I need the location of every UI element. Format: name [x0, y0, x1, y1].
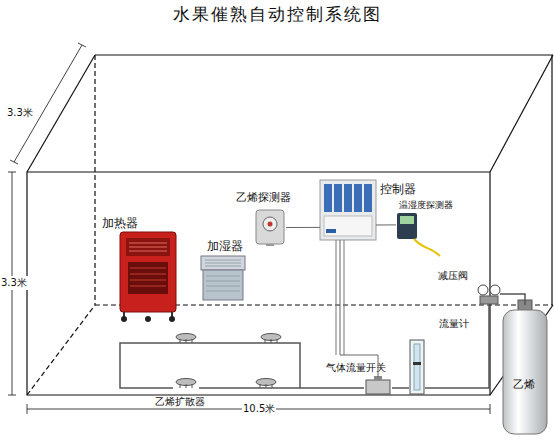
floor-edge — [27, 305, 95, 395]
heater-unit: 加热器 — [118, 230, 178, 322]
dimension-tick — [10, 43, 86, 164]
device-label: 加湿器 — [207, 238, 243, 255]
front-face — [27, 172, 490, 395]
controller-unit: 控制器 — [320, 180, 376, 240]
diffuser-pipe — [120, 343, 300, 388]
signal-wire — [286, 227, 320, 228]
gas-cylinder-symbol — [503, 300, 547, 434]
gas-pipe — [500, 294, 525, 305]
device-label: 控制器 — [380, 181, 416, 198]
depth-edge — [27, 55, 95, 172]
ethylene-cylinder: 乙烯 — [502, 305, 548, 435]
dimension-line — [14, 45, 82, 162]
device-label: 流量计 — [439, 317, 469, 331]
back-top-edge — [95, 54, 553, 55]
device-label: 温湿度探测器 — [399, 199, 453, 212]
back-edge — [551, 55, 552, 305]
temp-humidity-sensor-symbol — [397, 213, 440, 256]
humidifier-symbol — [201, 256, 245, 300]
ethylene-detector: 乙烯探测器 — [253, 208, 286, 247]
back-edge — [94, 55, 95, 305]
flow-switch-symbol — [366, 376, 390, 394]
device-label: 减压阀 — [438, 269, 468, 283]
ethylene-diffuser: 乙烯扩散器 — [173, 378, 199, 392]
signal-wire — [376, 224, 396, 225]
controller-symbol — [320, 180, 376, 355]
humidifier-unit: 加湿器 — [199, 256, 247, 302]
gas-pipe — [199, 387, 364, 389]
flowmeter: 流量计 — [409, 338, 425, 395]
signal-wire — [340, 240, 378, 378]
detector-symbol — [256, 210, 284, 246]
flowmeter-symbol — [410, 340, 424, 394]
device-label: 乙烯扩散器 — [155, 395, 205, 409]
diagram-title: 水果催熟自动控制系统图 — [0, 3, 554, 26]
gas-pipe — [425, 305, 489, 388]
pressure-valve: 减压阀 — [478, 283, 500, 305]
pressure-valve-symbol — [478, 285, 500, 304]
gas-flow-switch: 气体流量开关 — [364, 378, 392, 396]
device-label: 乙烯探测器 — [236, 190, 291, 205]
depth-edge — [490, 55, 553, 172]
dimension-label: 3.3米 — [6, 106, 34, 120]
dimension-lines — [8, 43, 490, 414]
device-label: 加热器 — [102, 215, 138, 232]
device-label: 乙烯 — [513, 377, 535, 392]
temp-humidity-sensor: 温湿度探测器 — [396, 212, 418, 240]
diffuser-symbol — [176, 334, 281, 389]
gas-pipe — [392, 387, 409, 389]
room-outline — [27, 55, 553, 395]
dimension-label: 3.3米 — [0, 276, 28, 290]
heater-symbol — [120, 232, 176, 322]
dimension-label: 10.5米 — [242, 402, 276, 416]
device-label: 气体流量开关 — [326, 361, 386, 375]
